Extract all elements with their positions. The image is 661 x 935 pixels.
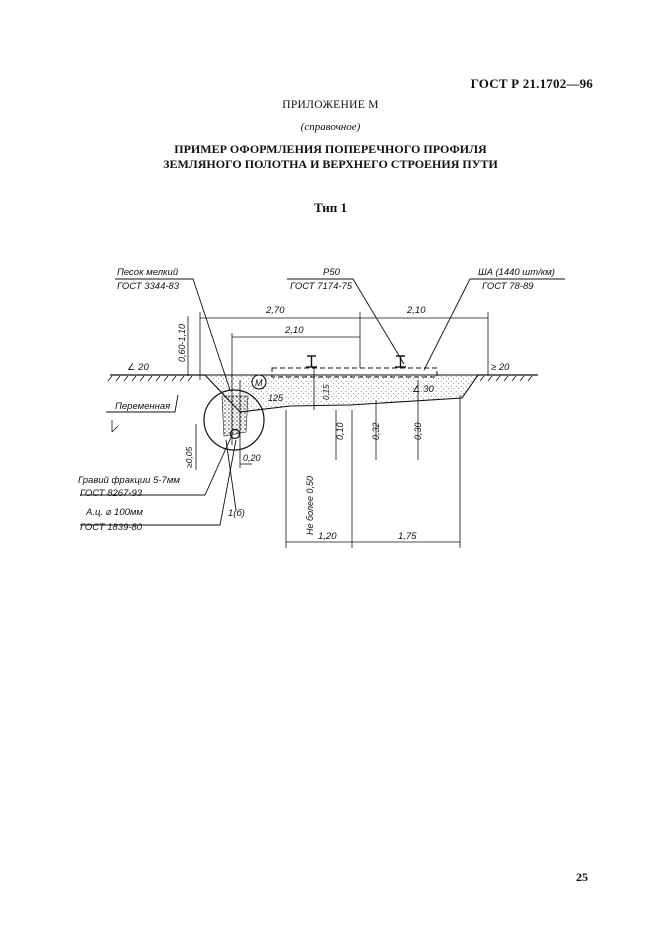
sleeper-gost-label: ГОСТ 78-89: [482, 281, 534, 292]
rail-left: [306, 355, 317, 368]
dim-0-10: 0,10: [335, 422, 345, 440]
dim-1-20: 1,20: [318, 531, 337, 542]
dim-2-10-inner: 2,10: [284, 325, 304, 336]
node-ref-label: 1(б): [228, 508, 245, 519]
type-label: Тип 1: [313, 200, 348, 215]
dim-2-70: 2,70: [265, 305, 285, 316]
rail-name-label: Р50: [323, 267, 341, 278]
dimension-lines: [111, 312, 489, 548]
page-number: 25: [576, 870, 588, 884]
dim-0-05: ≥0,05: [184, 447, 194, 468]
appendix-heading-line2: ЗЕМЛЯНОГО ПОЛОТНА И ВЕРХНЕГО СТРОЕНИЯ ПУ…: [163, 157, 498, 171]
marker-m-circle: [251, 374, 267, 390]
appendix-reference: (справочное): [300, 121, 361, 133]
gravel-fill: [221, 395, 249, 437]
variable-label: Переменная: [115, 401, 170, 412]
marker-m-label: M: [255, 378, 263, 388]
gravel-name-label: Гравий фракции 5-7мм: [78, 475, 180, 486]
dim-0-20: 0,20: [243, 453, 261, 463]
ground-left: [107, 374, 205, 382]
appendix-heading: ПРИМЕР ОФОРМЛЕНИЯ ПОПЕРЕЧНОГО ПРОФИЛЯ ЗЕ…: [0, 142, 661, 172]
appendix-title: ПРИЛОЖЕНИЕ М: [282, 99, 379, 111]
dim-0-60-1-10: 0,60-1,10: [177, 324, 187, 362]
sand-gost-label: ГОСТ 3344-83: [117, 281, 180, 292]
dim-125: 125: [268, 393, 284, 403]
dim-max-0-50: Не более 0,50: [305, 476, 315, 535]
pipe-gost-label: ГОСТ 1839-80: [80, 522, 143, 533]
gravel-gost-label: ГОСТ 8267-93: [80, 488, 143, 499]
slope-right: ≥ 20: [491, 362, 510, 373]
pipe-icon: [229, 428, 241, 440]
dim-1-75: 1,75: [398, 531, 417, 542]
dim-2-10-top: 2,10: [406, 305, 426, 316]
slope-left: ∠ 20: [127, 362, 149, 373]
rail-gost-label: ГОСТ 7174-75: [290, 281, 353, 292]
leader-lines: [80, 278, 565, 526]
slope-30: ∠ 30: [412, 384, 434, 395]
dim-0-30: 0,30: [413, 422, 423, 440]
appendix-heading-line1: ПРИМЕР ОФОРМЛЕНИЯ ПОПЕРЕЧНОГО ПРОФИЛЯ: [174, 142, 487, 156]
standard-code: ГОСТ Р 21.1702—96: [470, 76, 593, 91]
ground-right: [478, 374, 538, 382]
sand-name-label: Песок мелкий: [117, 267, 179, 278]
dim-0-32: 0,32: [371, 422, 381, 440]
dim-0-15: 0,15: [322, 384, 331, 400]
sleeper-outline: [271, 367, 438, 378]
pipe-name-label: А.ц. ⌀ 100мм: [85, 507, 143, 518]
sleeper-name-label: ШA (1440 шт/км): [478, 267, 555, 278]
